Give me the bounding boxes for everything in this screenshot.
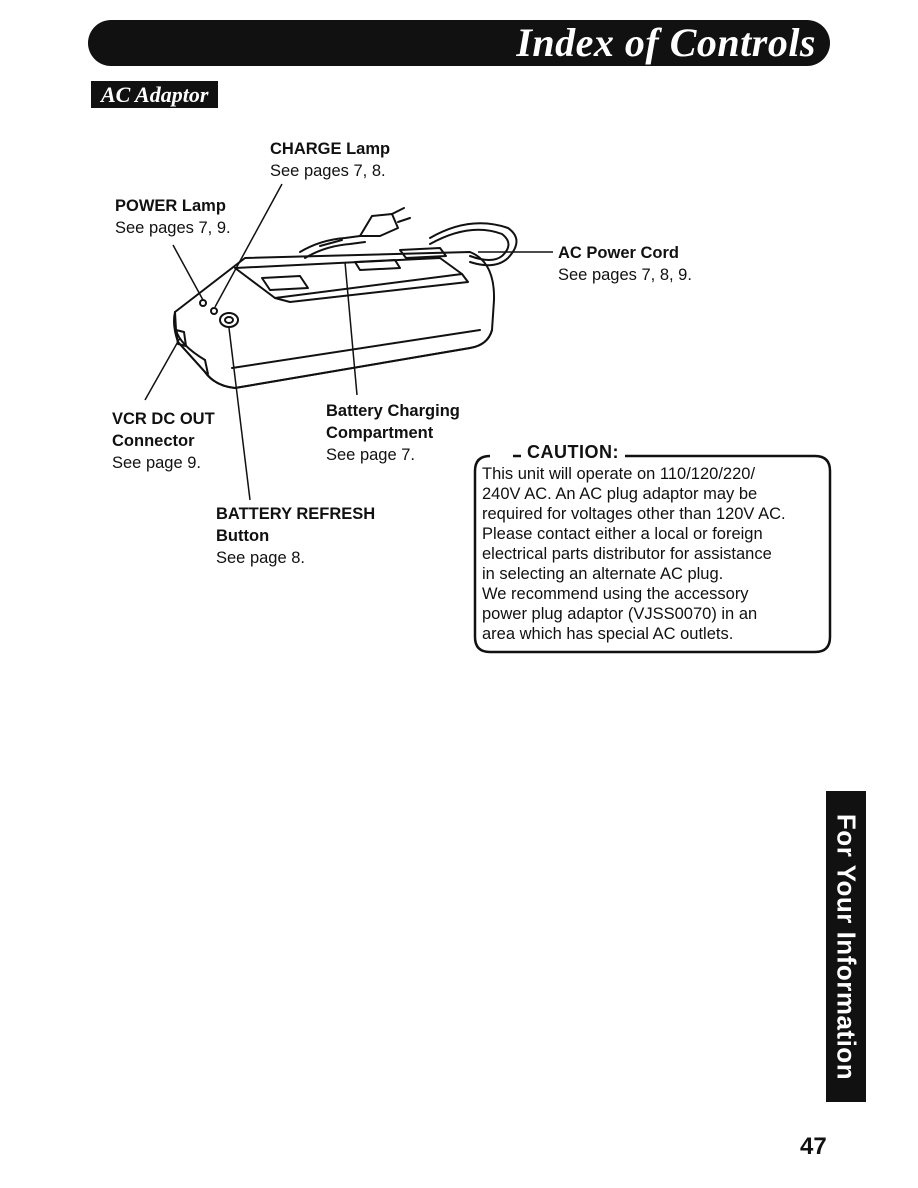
caution-box: CAUTION: This unit will operate on 110/1… <box>473 442 832 654</box>
battery-compartment-label: Battery Charging Compartment See page 7. <box>326 402 460 464</box>
caution-line: We recommend using the accessory <box>482 585 749 603</box>
caution-line: electrical parts distributor for assista… <box>482 545 772 563</box>
caution-line: required for voltages other than 120V AC… <box>482 505 786 523</box>
side-tab-label: For Your Information <box>831 813 862 1080</box>
caution-title: CAUTION: <box>521 442 625 463</box>
caution-line: This unit will operate on 110/120/220/ <box>482 465 756 483</box>
caution-border <box>473 454 832 654</box>
page-title: Index of Controls <box>516 20 816 65</box>
caution-line: area which has special AC outlets. <box>482 625 734 643</box>
charge-lamp-label: CHARGE Lamp See pages 7, 8. <box>270 140 391 180</box>
ac-adaptor-illustration <box>144 183 553 501</box>
ac-power-cord-label: AC Power Cord See pages 7, 8, 9. <box>558 244 692 284</box>
section-side-tab: For Your Information <box>826 791 866 1102</box>
caution-line: power plug adaptor (VJSS0070) in an <box>482 605 758 623</box>
page-header-bar: Index of Controls <box>88 20 830 66</box>
page-number: 47 <box>800 1133 827 1160</box>
power-lamp-label: POWER Lamp See pages 7, 9. <box>115 197 231 237</box>
battery-refresh-label: BATTERY REFRESH Button See page 8. <box>216 505 376 567</box>
caution-line: 240V AC. An AC plug adaptor may be <box>482 485 758 503</box>
vcr-dc-out-label: VCR DC OUT Connector See page 9. <box>112 410 215 472</box>
caution-text: This unit will operate on 110/120/220/ 2… <box>482 464 828 644</box>
caution-line: in selecting an alternate AC plug. <box>482 565 724 583</box>
section-title: AC Adaptor <box>91 81 219 108</box>
caution-line: Please contact either a local or foreign <box>482 525 763 543</box>
